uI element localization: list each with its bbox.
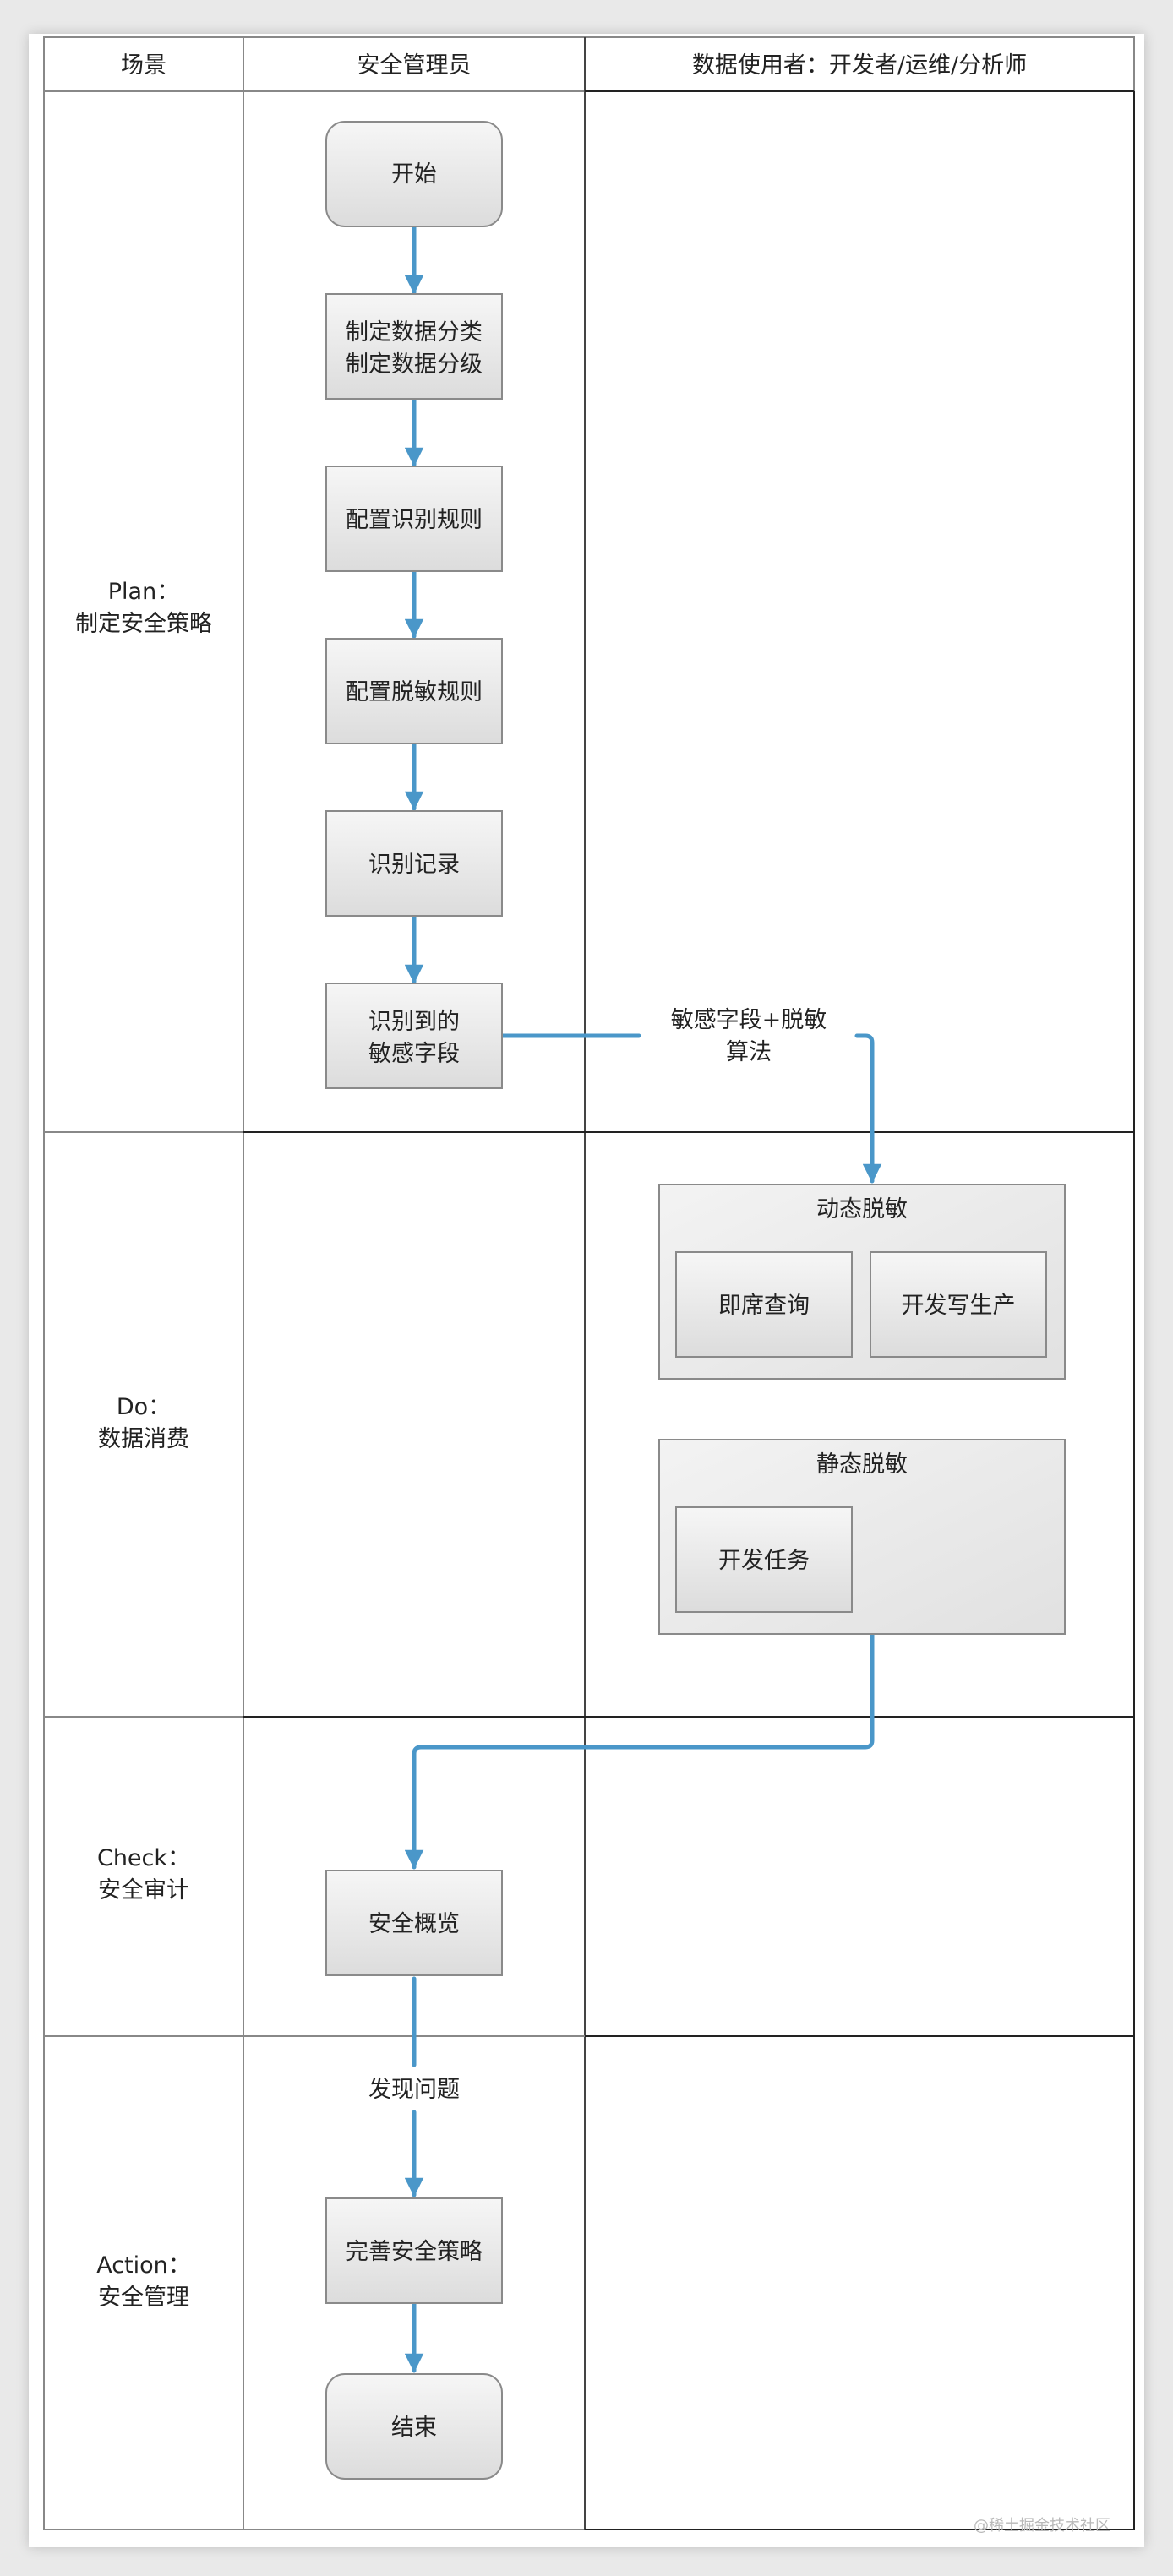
scene-action-title: Action： bbox=[96, 2252, 191, 2279]
node-adhoc-query-label: 即席查询 bbox=[718, 1293, 810, 1319]
node-dev-task-label: 开发任务 bbox=[718, 1548, 810, 1574]
scene-plan-subtitle: 制定安全策略 bbox=[75, 611, 212, 637]
node-identify-record: 识别记录 bbox=[325, 810, 503, 917]
header-admin: 安全管理员 bbox=[357, 52, 472, 79]
node-classify: 制定数据分类 制定数据分级 bbox=[325, 293, 503, 400]
node-dev-write-prod-label: 开发写生产 bbox=[902, 1293, 1016, 1319]
node-adhoc-query-box bbox=[675, 1251, 853, 1358]
node-classify-line1: 制定数据分类 bbox=[346, 319, 483, 346]
connectors bbox=[404, 224, 882, 2373]
scene-action-subtitle: 安全管理 bbox=[98, 2285, 189, 2311]
node-start-label: 开始 bbox=[391, 161, 437, 188]
edge-label-found-issue: 发现问题 bbox=[368, 2077, 460, 2103]
arrow-sensitive-to-dynamic bbox=[854, 1033, 882, 1184]
header-user: 数据使用者：开发者/运维/分析师 bbox=[692, 52, 1027, 79]
scene-check-title: Check： bbox=[97, 1845, 190, 1871]
node-classify-line2: 制定数据分级 bbox=[346, 351, 483, 378]
watermark: @稀土掘金技术社区 bbox=[974, 2517, 1110, 2535]
node-dev-task-box bbox=[675, 1506, 853, 1613]
node-end: 结束 bbox=[325, 2373, 503, 2480]
node-improve-policy: 完善安全策略 bbox=[325, 2197, 503, 2304]
node-config-identify: 配置识别规则 bbox=[325, 466, 503, 572]
node-sensitive-line1: 识别到的 bbox=[368, 1009, 460, 1035]
header-scene: 场景 bbox=[121, 52, 166, 79]
node-sensitive-line2: 敏感字段 bbox=[368, 1041, 460, 1067]
scene-plan-title: Plan： bbox=[108, 579, 179, 605]
node-config-mask-label: 配置脱敏规则 bbox=[346, 679, 483, 705]
group-dynamic-masking: 动态脱敏 即席查询 开发写生产 bbox=[658, 1184, 1066, 1380]
diagram-page: 场景 安全管理员 数据使用者：开发者/运维/分析师 Plan： 制定安全策略 D… bbox=[29, 34, 1144, 2547]
node-overview-label: 安全概览 bbox=[368, 1911, 460, 1937]
node-identify-record-label: 识别记录 bbox=[368, 852, 460, 878]
node-improve-label: 完善安全策略 bbox=[346, 2239, 483, 2265]
scene-check-subtitle: 安全审计 bbox=[98, 1877, 189, 1903]
swimlane-grid bbox=[43, 36, 1135, 2530]
node-end-label: 结束 bbox=[391, 2415, 437, 2441]
node-start: 开始 bbox=[325, 121, 503, 227]
node-config-mask: 配置脱敏规则 bbox=[325, 638, 503, 744]
edge-label-sensitive-algorithm-line2: 算法 bbox=[726, 1039, 772, 1065]
node-overview: 安全概览 bbox=[325, 1870, 503, 1976]
arrow-static-to-overview bbox=[404, 1628, 875, 1870]
node-config-identify-label: 配置识别规则 bbox=[346, 507, 483, 533]
node-sensitive-fields: 识别到的 敏感字段 bbox=[325, 983, 503, 1089]
scene-do-subtitle: 数据消费 bbox=[98, 1426, 189, 1452]
edge-label-sensitive-algorithm-line1: 敏感字段+脱敏 bbox=[671, 1007, 827, 1033]
scene-do-title: Do： bbox=[117, 1394, 171, 1420]
group-static-title: 静态脱敏 bbox=[816, 1451, 908, 1478]
group-static-masking: 静态脱敏 开发任务 bbox=[658, 1439, 1066, 1635]
flowchart: 场景 安全管理员 数据使用者：开发者/运维/分析师 Plan： 制定安全策略 D… bbox=[43, 36, 1135, 2530]
group-dynamic-title: 动态脱敏 bbox=[816, 1196, 908, 1223]
node-dev-write-prod-box bbox=[870, 1251, 1047, 1358]
